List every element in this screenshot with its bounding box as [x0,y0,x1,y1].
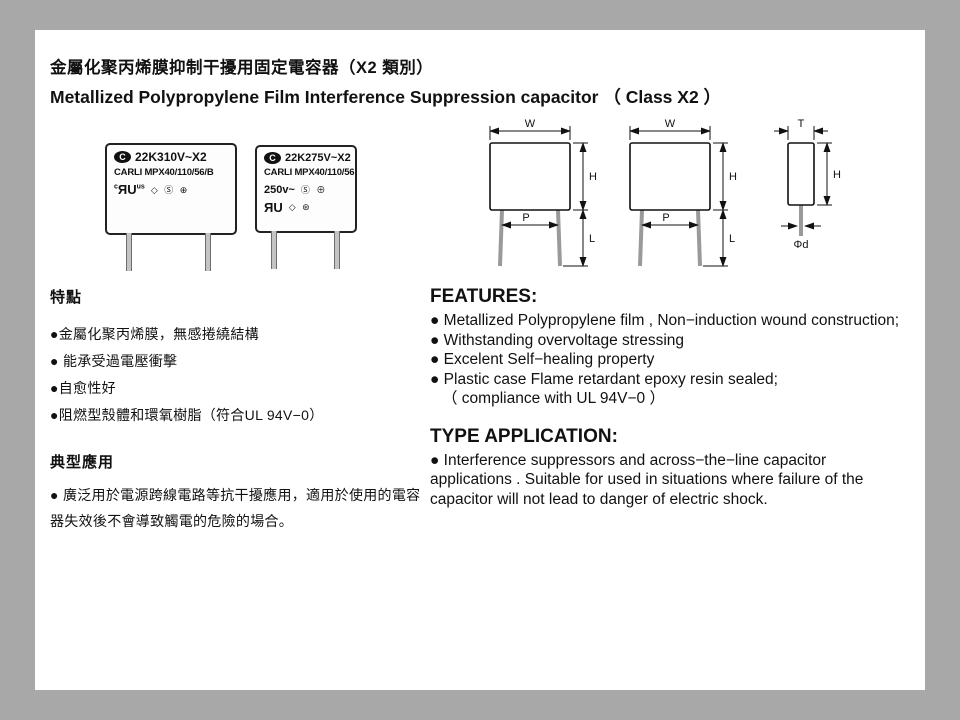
english-text-column: FEATURES: ● Metallized Polypropylene fil… [430,286,908,509]
safety-cert-icons: ◇ Ⓢ ⊕ [150,185,190,195]
feature-zh-item: ●阻燃型殼體和環氧樹脂（符合UL 94V−0） [50,407,324,423]
dim-label-h: H [729,171,737,183]
capacitor-leads-2 [255,231,357,271]
dim-label-l: L [729,233,735,245]
safety-cert-icons: ◇ ⊛ [288,202,312,212]
drawing-front-view-1: W H L P [489,118,597,267]
voltage-row: 250v~ Ⓢ ⊕ [264,183,348,196]
feature-en-item: ● Withstanding overvoltage stressing [430,331,685,349]
ul-recognized-icon: ЯU [264,200,283,215]
dim-label-h: H [833,169,841,181]
drawing-side-view: T H Φd [774,118,841,251]
features-zh-list: ●金屬化聚丙烯膜，無感捲繞結構 ● 能承受過電壓衝擊 ●自愈性好 ●阻燃型殼體和… [50,321,432,429]
features-zh-heading: 特點 [50,289,83,306]
dim-label-p: P [522,212,529,224]
feature-en-item: （ compliance with UL 94V−0 ） [442,390,665,407]
ul-recognized-icon: cЯUus [114,182,145,197]
voltage-rating: 250v~ [264,183,295,196]
application-zh-body: ● 廣泛用於電源跨線電路等抗干擾應用，適用於使用的電容器失效後不會導致觸電的危險… [50,487,421,529]
feature-zh-item: ●自愈性好 [50,380,116,396]
capacitor-model-line: C 22K310V~X2 [114,150,228,164]
datasheet-page: 金屬化聚丙烯膜抑制干擾用固定電容器（X2 類別） Metallized Poly… [35,30,925,690]
application-zh-heading: 典型應用 [50,454,115,471]
feature-zh-item: ●金屬化聚丙烯膜，無感捲繞結構 [50,326,259,342]
feature-en-item: ● Excelent Self−healing property [430,351,655,368]
application-en-body: ● Interference suppressors and across−th… [430,451,864,508]
drawing-front-view-2: W H L P [629,118,737,267]
page-title-english: Metallized Polypropylene Film Interferen… [50,87,722,107]
capacitor-photo-2: C 22K275V~X2 CARLI MPX40/110/56 250v~ Ⓢ … [255,145,357,269]
lead-wire [271,231,277,269]
carli-logo-icon: C [114,151,131,163]
lead-wire [334,231,340,269]
feature-en-item: ● Metallized Polypropylene film , Non−in… [430,312,900,329]
dim-label-h: H [589,171,597,183]
dim-label-t: T [798,118,805,130]
certification-row: ЯU ◇ ⊛ [264,201,348,214]
dim-label-w: W [525,118,536,130]
series-number: CARLI MPX40/110/56 [264,167,355,178]
application-en-heading: TYPE APPLICATION: [430,425,618,447]
dim-label-d: Φd [794,239,809,251]
capacitor-body-2: C 22K275V~X2 CARLI MPX40/110/56 250v~ Ⓢ … [255,145,357,233]
dimension-drawings: W H L P W H L P [489,118,841,267]
features-en-list: ● Metallized Polypropylene film , Non−in… [430,311,908,409]
dim-label-p: P [662,212,669,224]
capacitor-leads-1 [105,233,237,273]
dim-label-w: W [665,118,676,130]
chinese-text-column: 特點 ●金屬化聚丙烯膜，無感捲繞結構 ● 能承受過電壓衝擊 ●自愈性好 ●阻燃型… [50,286,432,534]
model-number: 22K310V~X2 [135,150,207,164]
model-number: 22K275V~X2 [285,152,351,164]
page-title-chinese: 金屬化聚丙烯膜抑制干擾用固定電容器（X2 類別） [50,59,434,77]
features-en-heading: FEATURES: [430,286,538,307]
feature-en-item: ● Plastic case Flame retardant epoxy res… [430,370,778,388]
capacitor-model-line: C 22K275V~X2 [264,152,351,164]
carli-logo-icon: C [264,152,281,164]
feature-zh-item: ● 能承受過電壓衝擊 [50,353,178,369]
capacitor-photo-1: C 22K310V~X2 CARLI MPX40/110/56/B cЯUus … [105,143,237,271]
capacitor-body-1: C 22K310V~X2 CARLI MPX40/110/56/B cЯUus … [105,143,237,235]
series-number: CARLI MPX40/110/56/B [114,167,214,178]
lead-wire [126,233,132,271]
certification-row: cЯUus ◇ Ⓢ ⊕ [114,183,228,196]
dim-label-l: L [589,233,595,245]
safety-cert-icons: Ⓢ ⊕ [300,185,328,195]
lead-wire [205,233,211,271]
